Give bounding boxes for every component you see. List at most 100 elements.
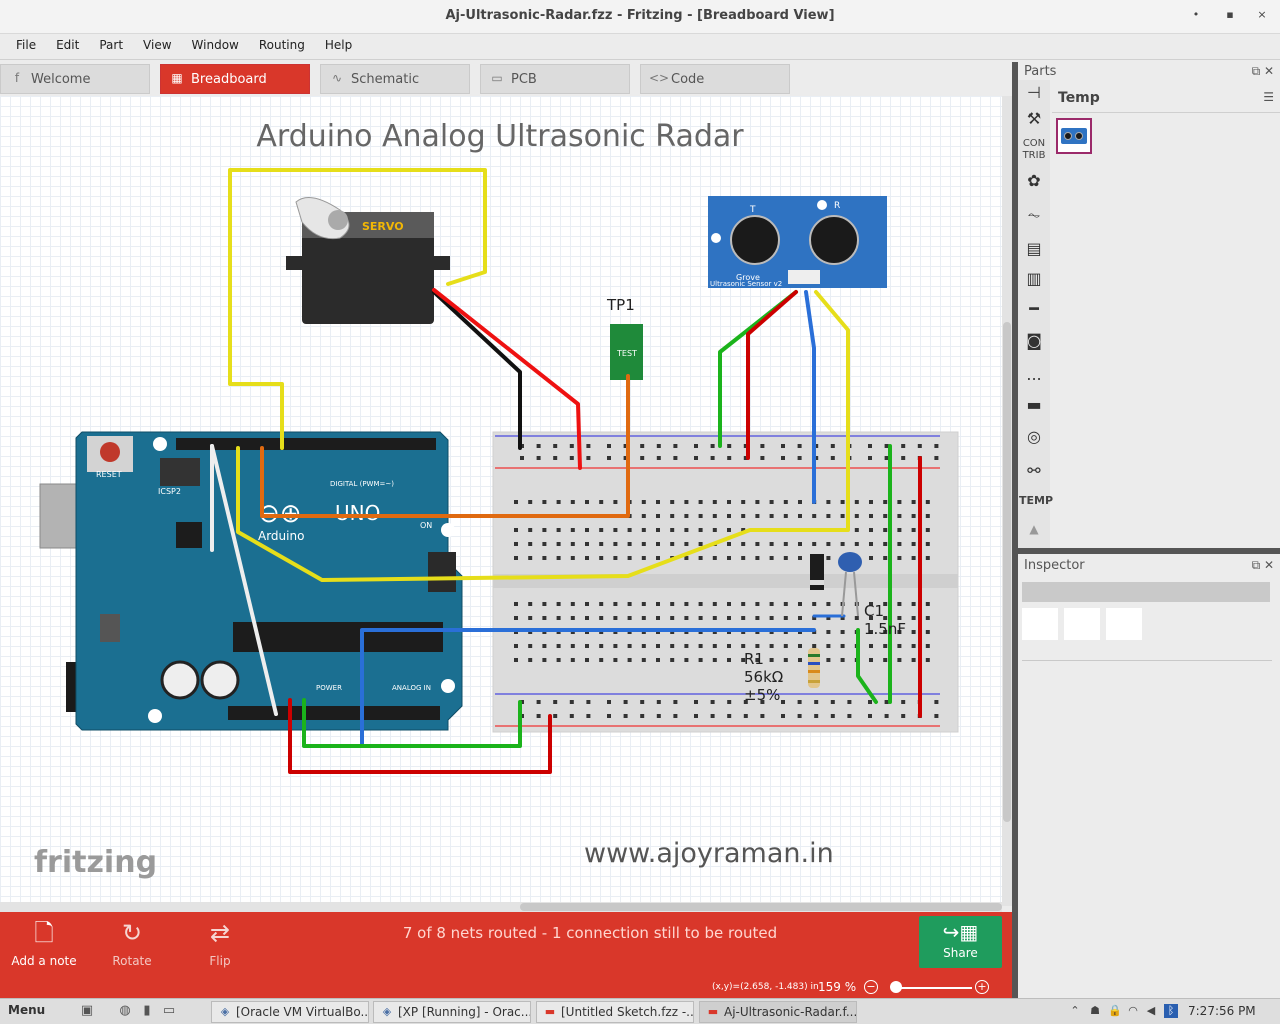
bin-arduino-icon[interactable]: ▤ (1026, 239, 1042, 258)
tab-code[interactable]: <>Code (640, 64, 790, 94)
start-menu-button[interactable]: Menu (8, 1003, 46, 1017)
rotate-button[interactable]: ↻ Rotate (92, 918, 172, 974)
tab-breadboard[interactable]: ▦Breadboard (160, 64, 310, 94)
tp1-label: TP1 (606, 296, 635, 314)
file-manager-icon[interactable]: ▣ (80, 1003, 94, 1018)
sensor-name-label: Ultrasonic Sensor v2 (710, 280, 782, 288)
resistor-r1[interactable]: R1 56kΩ ±5% (744, 648, 820, 704)
zoom-slider[interactable] (892, 987, 972, 989)
arduino-brand-label: Arduino (258, 529, 304, 543)
diode[interactable] (810, 554, 824, 590)
inspector-image-schematic (1064, 608, 1100, 640)
bin-button-icon[interactable]: ◙ (1026, 331, 1042, 350)
tray-wifi-icon[interactable]: ◠ (1128, 1004, 1138, 1017)
pcb-icon: ▭ (491, 71, 503, 85)
tab-label: Schematic (351, 72, 420, 87)
menu-file[interactable]: File (16, 38, 37, 52)
add-note-button[interactable]: 🗋 Add a note (4, 918, 84, 974)
tray-bluetooth-icon[interactable]: ᛒ (1164, 1004, 1178, 1018)
bin-temp-label[interactable]: TEMP (1019, 494, 1054, 507)
menu-routing[interactable]: Routing (258, 38, 305, 52)
maximize-button[interactable]: ▪ (1226, 8, 1234, 21)
code-icon: <> (649, 71, 670, 85)
menu-part[interactable]: Part (99, 38, 124, 52)
arduino-uno[interactable]: RESET ICSP2 ⊖⊕ UNO Arduino DIGITAL (PWM=… (39, 431, 463, 731)
bin-contrib-icon[interactable]: ⚒ (1026, 109, 1042, 128)
bin-module-icon[interactable]: ▬ (1026, 395, 1042, 414)
vertical-scroll-thumb[interactable] (1003, 322, 1011, 822)
terminal-icon[interactable]: ▮ (143, 1003, 151, 1018)
share-button[interactable]: ↪▦ Share (919, 916, 1002, 968)
note-icon: 🗋 (34, 919, 54, 947)
part-ultrasonic-sensor[interactable] (1056, 118, 1092, 154)
breadboard-canvas[interactable]: Arduino Analog Ultrasonic Radar RESET IC… (0, 96, 1002, 902)
taskbar-window-radar[interactable]: ▬Aj-Ultrasonic-Radar.f... (699, 1001, 857, 1023)
folder-icon[interactable]: ▭ (162, 1003, 176, 1018)
menu-view[interactable]: View (143, 38, 172, 52)
clock: 7:27:56 PM (1188, 1004, 1256, 1018)
inspector-panel-controls[interactable]: ⧉ ✕ (1251, 558, 1274, 572)
test-point-tp1[interactable]: TP1 TEST (606, 296, 643, 380)
browser-icon[interactable]: ◍ (119, 1003, 131, 1018)
bin-gear-icon[interactable]: ✿ (1027, 171, 1041, 190)
arduino-digital-label: DIGITAL (PWM=~) (330, 480, 394, 488)
menu-help[interactable]: Help (324, 38, 353, 52)
parts-bins: ⊣ ⚒ CON TRIB ✿ ⏦ ▤ ▥ ━ ◙ ... ▬ ◎ ⚯ TEMP … (1018, 80, 1054, 550)
panel-splitter[interactable] (1012, 62, 1018, 998)
bin-resistor-icon[interactable]: ━ (1029, 299, 1039, 318)
bin-scroll-up-icon[interactable]: ▲ (1029, 522, 1039, 536)
parts-header: Parts (1024, 64, 1057, 79)
flip-button[interactable]: ⇄ Flip (180, 918, 260, 974)
zoom-slider-knob[interactable] (890, 981, 902, 993)
website-label: www.ajoyraman.in (584, 838, 834, 869)
bin-title: Temp (1058, 90, 1100, 106)
share-icon: ↪▦ (942, 920, 979, 944)
breadboard[interactable] (492, 431, 959, 733)
tab-schematic[interactable]: ∿Schematic (320, 64, 470, 94)
menu-window[interactable]: Window (191, 38, 239, 52)
zoom-in-button[interactable]: + (975, 980, 989, 994)
r1-name: R1 (744, 650, 764, 668)
menu-edit[interactable]: Edit (56, 38, 80, 52)
wires[interactable] (210, 168, 922, 774)
bin-scope-icon[interactable]: ⏦ (1027, 205, 1041, 224)
servo-motor[interactable]: SERVO (286, 197, 450, 325)
tab-label: Welcome (31, 72, 91, 87)
panel-horizontal-splitter[interactable] (1018, 548, 1280, 554)
bin-contrib-label-2: TRIB (1022, 150, 1046, 161)
vertical-scrollbar[interactable] (1002, 96, 1012, 906)
bin-more-icon[interactable]: ... (1026, 365, 1042, 384)
tray-volume-icon[interactable]: ◀ (1146, 1004, 1156, 1017)
flip-icon: ⇄ (209, 919, 231, 947)
servo-label: SERVO (362, 220, 404, 233)
bottom-toolbar: 🗋 Add a note ↻ Rotate ⇄ Flip 7 of 8 nets… (0, 912, 1012, 978)
status-bar: (x,y)=(2.658, -1.483) in 159 % − + (0, 978, 1012, 998)
parts-panel-controls[interactable]: ⧉ ✕ (1251, 64, 1274, 78)
taskbar-window-untitled-sketch[interactable]: ▬[Untitled Sketch.fzz -... (536, 1001, 694, 1023)
c1-name: C1 (864, 602, 884, 620)
bin-core-icon[interactable]: ⊣ (1027, 83, 1041, 102)
ultrasonic-sensor[interactable]: T R Grove Ultrasonic Sensor v2 (708, 196, 887, 288)
fritzing-app-icon: ▬ (544, 1005, 556, 1018)
capacitor-c1[interactable]: C1 1.5nF (838, 552, 906, 638)
bin-chip-icon[interactable]: ▥ (1026, 269, 1042, 288)
horizontal-scroll-thumb[interactable] (520, 903, 1002, 911)
taskbar-window-virtualbox[interactable]: ◈[Oracle VM VirtualBo... (211, 1001, 369, 1023)
bin-sensor-icon[interactable]: ⚯ (1027, 461, 1041, 480)
window-label: [Oracle VM VirtualBo... (236, 1005, 369, 1019)
horizontal-scrollbar[interactable] (0, 902, 1002, 912)
bin-menu-icon[interactable]: ☰ (1263, 90, 1274, 104)
tray-arrow-icon[interactable]: ⌃ (1070, 1004, 1080, 1017)
inspector-image-pcb (1106, 608, 1142, 640)
bin-antenna-icon[interactable]: ◎ (1027, 427, 1041, 446)
close-button[interactable]: × (1257, 8, 1267, 21)
r1-tolerance: ±5% (744, 686, 780, 704)
taskbar-window-xp[interactable]: ◈[XP [Running] - Orac... (373, 1001, 531, 1023)
zoom-out-button[interactable]: − (864, 980, 878, 994)
tray-lock-icon[interactable]: 🔒 (1108, 1004, 1122, 1017)
minimize-button[interactable]: • (1192, 8, 1200, 21)
tray-user-icon[interactable]: ☗ (1090, 1004, 1100, 1017)
tab-pcb[interactable]: ▭PCB (480, 64, 630, 94)
